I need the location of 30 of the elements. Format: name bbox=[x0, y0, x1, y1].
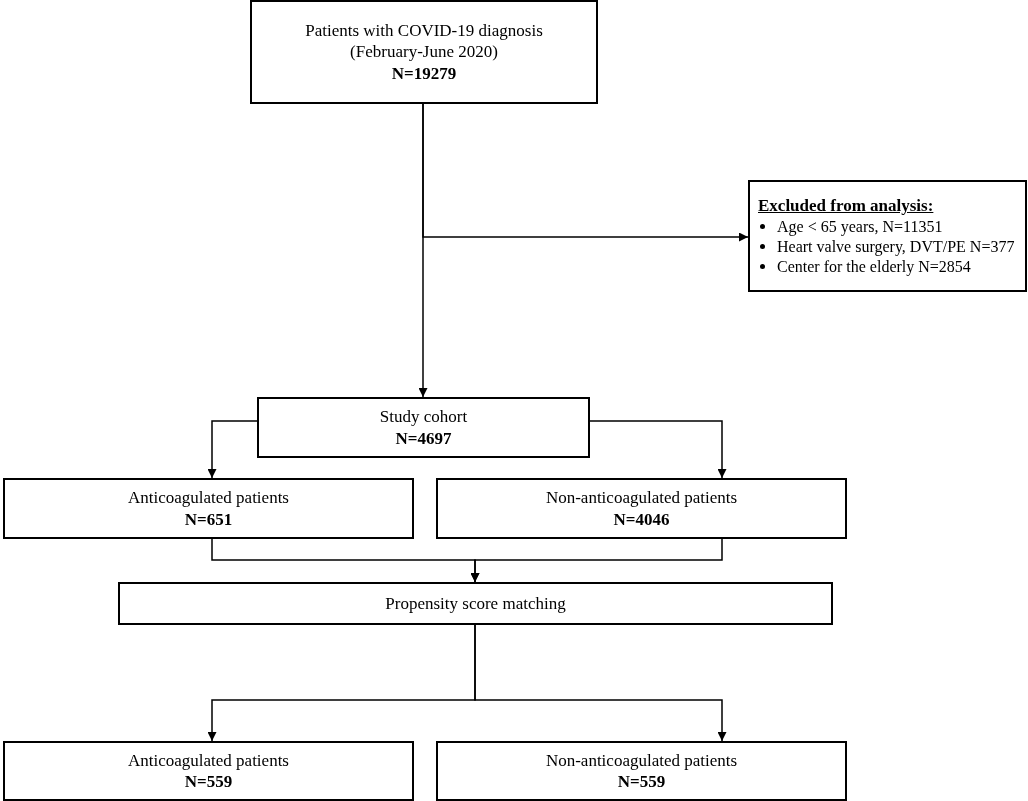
process-box bbox=[3, 478, 414, 539]
count-label: N=4697 bbox=[395, 427, 452, 449]
box-label: Anticoagulated patients bbox=[128, 749, 289, 771]
box-label: Anticoagulated patients bbox=[128, 487, 289, 509]
count-label: N=4046 bbox=[613, 508, 670, 530]
count-label: N=559 bbox=[617, 771, 666, 793]
list-heading: Excluded from analysis: bbox=[758, 195, 934, 217]
count-label: N=19279 bbox=[391, 62, 457, 84]
bullet-item: Center for the elderly N=2854 bbox=[777, 256, 971, 277]
process-box bbox=[436, 741, 847, 801]
process-box bbox=[3, 741, 414, 801]
process-box bbox=[257, 397, 590, 458]
arrow bbox=[422, 103, 749, 242]
process-box bbox=[250, 0, 598, 104]
box-label: Non-anticoagulated patients bbox=[545, 749, 738, 771]
box-label: Non-anticoagulated patients bbox=[545, 487, 738, 509]
exclusion-box bbox=[748, 180, 1027, 292]
box-label: Propensity score matching bbox=[385, 592, 566, 615]
bullet-item: Age < 65 years, N=11351 bbox=[777, 216, 943, 237]
process-box bbox=[436, 478, 847, 539]
arrow bbox=[207, 420, 258, 479]
arrow bbox=[474, 624, 727, 742]
box-label: Study cohort bbox=[379, 406, 468, 428]
count-label: N=559 bbox=[184, 771, 233, 793]
arrow bbox=[589, 420, 727, 479]
process-box bbox=[118, 582, 833, 625]
bullet-item: Heart valve surgery, DVT/PE N=377 bbox=[777, 236, 1015, 257]
arrow bbox=[470, 538, 723, 583]
count-label: N=651 bbox=[184, 508, 233, 530]
box-label: Patients with COVID-19 diagnosis (February-June 2020) bbox=[304, 20, 544, 63]
